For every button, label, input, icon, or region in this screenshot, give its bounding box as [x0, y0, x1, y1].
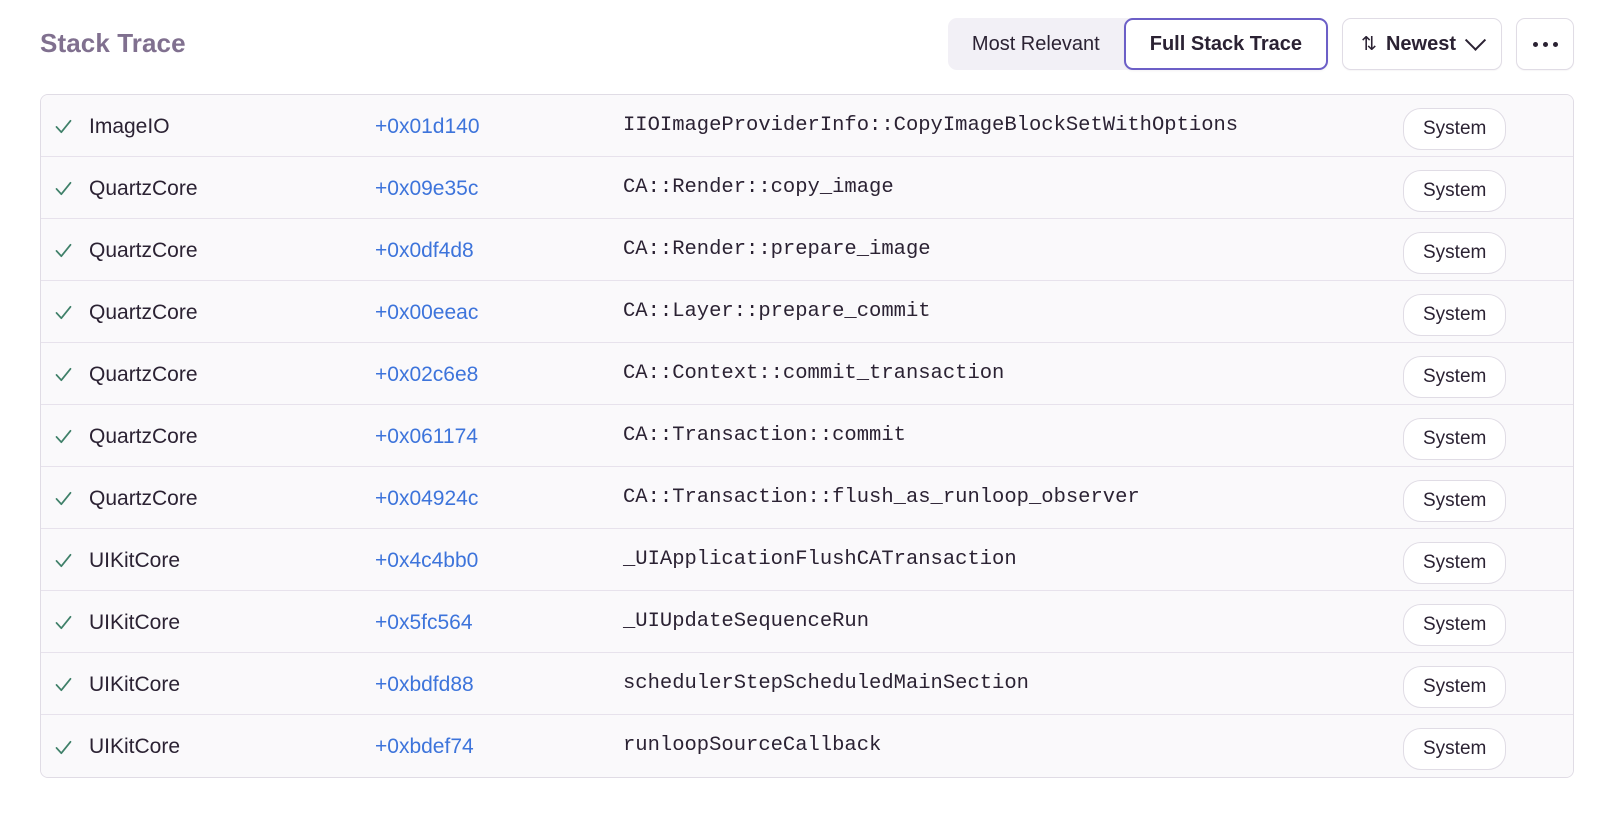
frame-status-check[interactable] [41, 653, 85, 714]
frame-package: QuartzCore [89, 239, 198, 262]
frame-package: QuartzCore [89, 487, 198, 510]
frame-package: QuartzCore [89, 363, 198, 386]
frame-function: _UIApplicationFlushCATransaction [623, 548, 1017, 571]
status-badge: System [1403, 542, 1507, 584]
table-row[interactable]: QuartzCore +0x00eeac CA::Layer::prepare_co… [41, 281, 1573, 343]
frame-address-link[interactable]: +0x5fc564 [375, 611, 473, 634]
table-row[interactable]: ImageIO +0x01d140 IIOImageProviderInfo::Co… [41, 95, 1573, 157]
frame-badge-wrap: System [1403, 653, 1573, 708]
frame-badge-wrap: System [1403, 467, 1573, 522]
frame-status-check[interactable] [41, 529, 85, 590]
table-row[interactable]: QuartzCore +0x0df4d8 CA::Render::prepare_i… [41, 219, 1573, 281]
frame-address-link[interactable]: +0x061174 [375, 425, 478, 448]
frame-function: _UIUpdateSequenceRun [623, 610, 870, 633]
frame-status-check[interactable] [41, 467, 85, 528]
frame-status-check[interactable] [41, 715, 85, 777]
frame-address-link[interactable]: +0x00eeac [375, 301, 479, 324]
frame-package: QuartzCore [89, 425, 198, 448]
page-title: Stack Trace [40, 28, 186, 59]
frame-function: CA::Render::prepare_image [623, 238, 931, 261]
table-row[interactable]: QuartzCore +0x09e35c CA::Render::copy_imag… [41, 157, 1573, 219]
status-badge: System [1403, 480, 1507, 522]
status-badge: System [1403, 356, 1507, 398]
sort-arrows-icon: ⇅ [1361, 33, 1377, 55]
tab-most-relevant[interactable]: Most Relevant [948, 18, 1124, 70]
frame-badge-wrap: System [1403, 529, 1573, 584]
frame-address-link[interactable]: +0x02c6e8 [375, 363, 479, 386]
frame-status-check[interactable] [41, 281, 85, 342]
frame-function: CA::Transaction::flush_as_runloop_observ… [623, 486, 1140, 509]
frame-function: schedulerStepScheduledMainSection [623, 672, 1029, 695]
sort-button-label: Newest [1385, 32, 1456, 55]
frame-address-link[interactable]: +0x09e35c [375, 177, 479, 200]
frame-badge-wrap: System [1403, 157, 1573, 212]
frame-package: UIKitCore [89, 611, 181, 634]
frame-address-link[interactable]: +0x04924c [375, 487, 479, 510]
frame-function: CA::Layer::prepare_commit [623, 300, 931, 323]
frame-status-check[interactable] [41, 343, 85, 404]
sort-button[interactable]: ⇅ Newest [1342, 18, 1502, 70]
table-row[interactable]: QuartzCore +0x04924c CA::Transaction::flus… [41, 467, 1573, 529]
table-row[interactable]: QuartzCore +0x061174 CA::Transaction::comm… [41, 405, 1573, 467]
table-row[interactable]: UIKitCore +0xbdfd88 schedulerStepScheduled… [41, 653, 1573, 715]
status-badge: System [1403, 666, 1507, 708]
status-badge: System [1403, 170, 1507, 212]
frame-badge-wrap: System [1403, 591, 1573, 646]
frame-status-check[interactable] [41, 157, 85, 218]
frame-package: UIKitCore [89, 673, 181, 696]
frame-package: UIKitCore [89, 735, 181, 758]
frame-function: CA::Context::commit_transaction [623, 362, 1005, 385]
frame-address-link[interactable]: +0x4c4bb0 [375, 549, 479, 572]
frame-address-link[interactable]: +0xbdef74 [375, 735, 474, 758]
status-badge: System [1403, 604, 1507, 646]
frame-badge-wrap: System [1403, 219, 1573, 274]
frame-status-check[interactable] [41, 219, 85, 280]
frame-badge-wrap: System [1403, 95, 1573, 150]
ellipsis-icon [1542, 41, 1548, 47]
frame-status-check[interactable] [41, 95, 85, 156]
frame-package: ImageIO [89, 115, 170, 138]
frame-badge-wrap: System [1403, 281, 1573, 336]
overflow-menu-button[interactable] [1516, 18, 1574, 70]
frame-address-link[interactable]: +0x0df4d8 [375, 239, 474, 262]
status-badge: System [1403, 108, 1507, 150]
table-row[interactable]: UIKitCore +0x5fc564 _UIUpdateSequenceRun Sy… [41, 591, 1573, 653]
frame-package: QuartzCore [89, 177, 198, 200]
frame-package: UIKitCore [89, 549, 181, 572]
frame-badge-wrap: System [1403, 405, 1573, 460]
status-badge: System [1403, 232, 1507, 274]
frame-function: CA::Transaction::commit [623, 424, 906, 447]
stack-view-segmented-control[interactable]: Most Relevant Full Stack Trace [947, 18, 1329, 70]
frame-function: CA::Render::copy_image [623, 176, 894, 199]
frame-badge-wrap: System [1403, 343, 1573, 398]
table-row[interactable]: QuartzCore +0x02c6e8 CA::Context::commit_t… [41, 343, 1573, 405]
frame-address-link[interactable]: +0xbdfd88 [375, 673, 474, 696]
status-badge: System [1403, 294, 1507, 336]
chevron-down-icon [1464, 29, 1487, 51]
status-badge: System [1403, 418, 1507, 460]
stack-trace-frame-list: ImageIO +0x01d140 IIOImageProviderInfo::Co… [40, 94, 1574, 778]
ellipsis-icon [1532, 41, 1538, 47]
frame-address-link[interactable]: +0x01d140 [375, 115, 480, 138]
tab-full-stack-trace[interactable]: Full Stack Trace [1123, 18, 1329, 70]
table-row[interactable]: UIKitCore +0xbdef74 runloopSourceCallback S… [41, 715, 1573, 777]
frame-status-check[interactable] [41, 405, 85, 466]
ellipsis-icon [1552, 41, 1558, 47]
table-row[interactable]: UIKitCore +0x4c4bb0 _UIApplicationFlushCAT… [41, 529, 1573, 591]
stack-trace-header: Stack Trace Most Relevant Full Stack Tra… [0, 0, 1614, 72]
frame-badge-wrap: System [1403, 715, 1573, 770]
frame-package: QuartzCore [89, 301, 198, 324]
status-badge: System [1403, 728, 1507, 770]
frame-function: runloopSourceCallback [623, 734, 882, 757]
header-controls: Most Relevant Full Stack Trace ⇅ Newest [947, 18, 1574, 70]
frame-status-check[interactable] [41, 591, 85, 652]
frame-function: IIOImageProviderInfo::CopyImageBlockSetW… [623, 114, 1239, 137]
